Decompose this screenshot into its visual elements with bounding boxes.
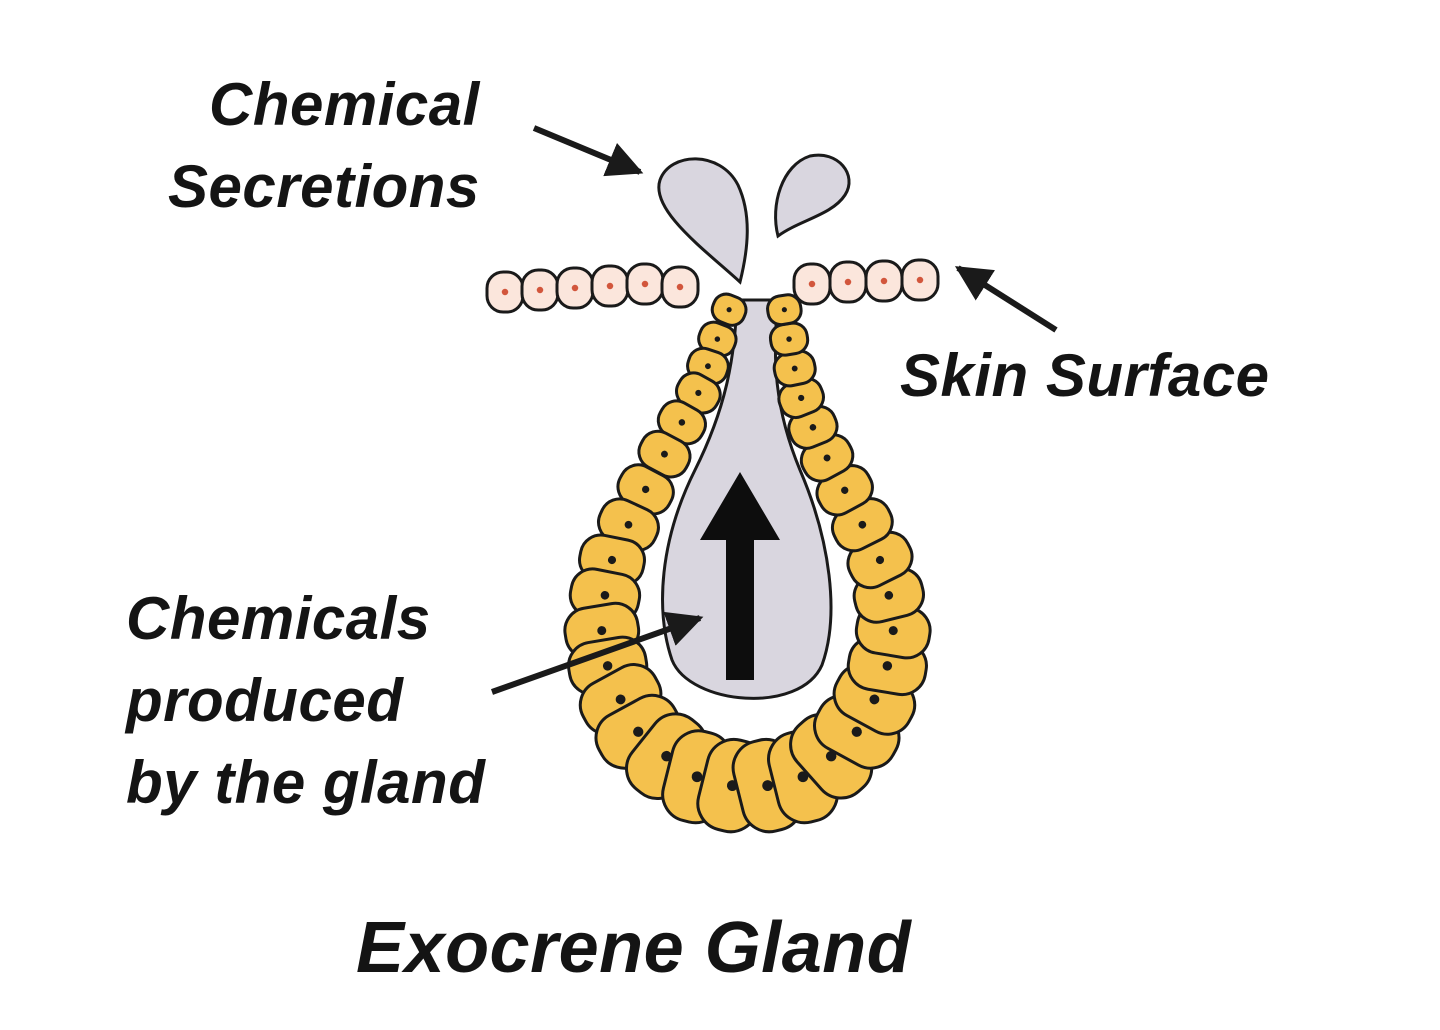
skin-cell — [520, 268, 560, 312]
leader-line-secretions — [532, 125, 644, 177]
skin-cell — [864, 259, 904, 303]
gland-cell-layer — [563, 292, 932, 834]
skin-cell — [828, 260, 868, 304]
skin-cell — [792, 262, 832, 306]
gland-cell — [766, 293, 803, 327]
label-secretions-line1: Chemical — [209, 71, 480, 138]
gland-cell — [768, 321, 810, 357]
skin-cell — [555, 266, 595, 310]
label-chemicals-line2: produced — [126, 667, 404, 734]
label-chemical-secretions: Chemical Secretions — [168, 64, 480, 228]
diagram-title: Exocrene Gland — [356, 908, 912, 988]
leader-line-chemicals — [490, 611, 704, 695]
skin-cell — [625, 262, 665, 306]
gland-cell — [710, 292, 748, 327]
leader-line-skin-surface — [954, 265, 1058, 333]
skin-cell — [590, 264, 630, 308]
skin-cell-layer — [485, 258, 940, 314]
upward-arrow-icon — [700, 472, 780, 680]
label-skin-surface: Skin Surface — [900, 342, 1270, 409]
skin-cell — [485, 270, 525, 314]
skin-cell — [660, 265, 700, 309]
skin-cell — [900, 258, 940, 302]
secretion-droplet-right — [774, 153, 851, 239]
label-chemicals-line3: by the gland — [126, 749, 486, 816]
label-secretions-line2: Secretions — [168, 153, 480, 220]
secretion-droplet-left — [657, 157, 749, 285]
label-chemicals-line1: Chemicals — [126, 585, 431, 652]
label-chemicals-produced: Chemicals produced by the gland — [126, 578, 485, 824]
